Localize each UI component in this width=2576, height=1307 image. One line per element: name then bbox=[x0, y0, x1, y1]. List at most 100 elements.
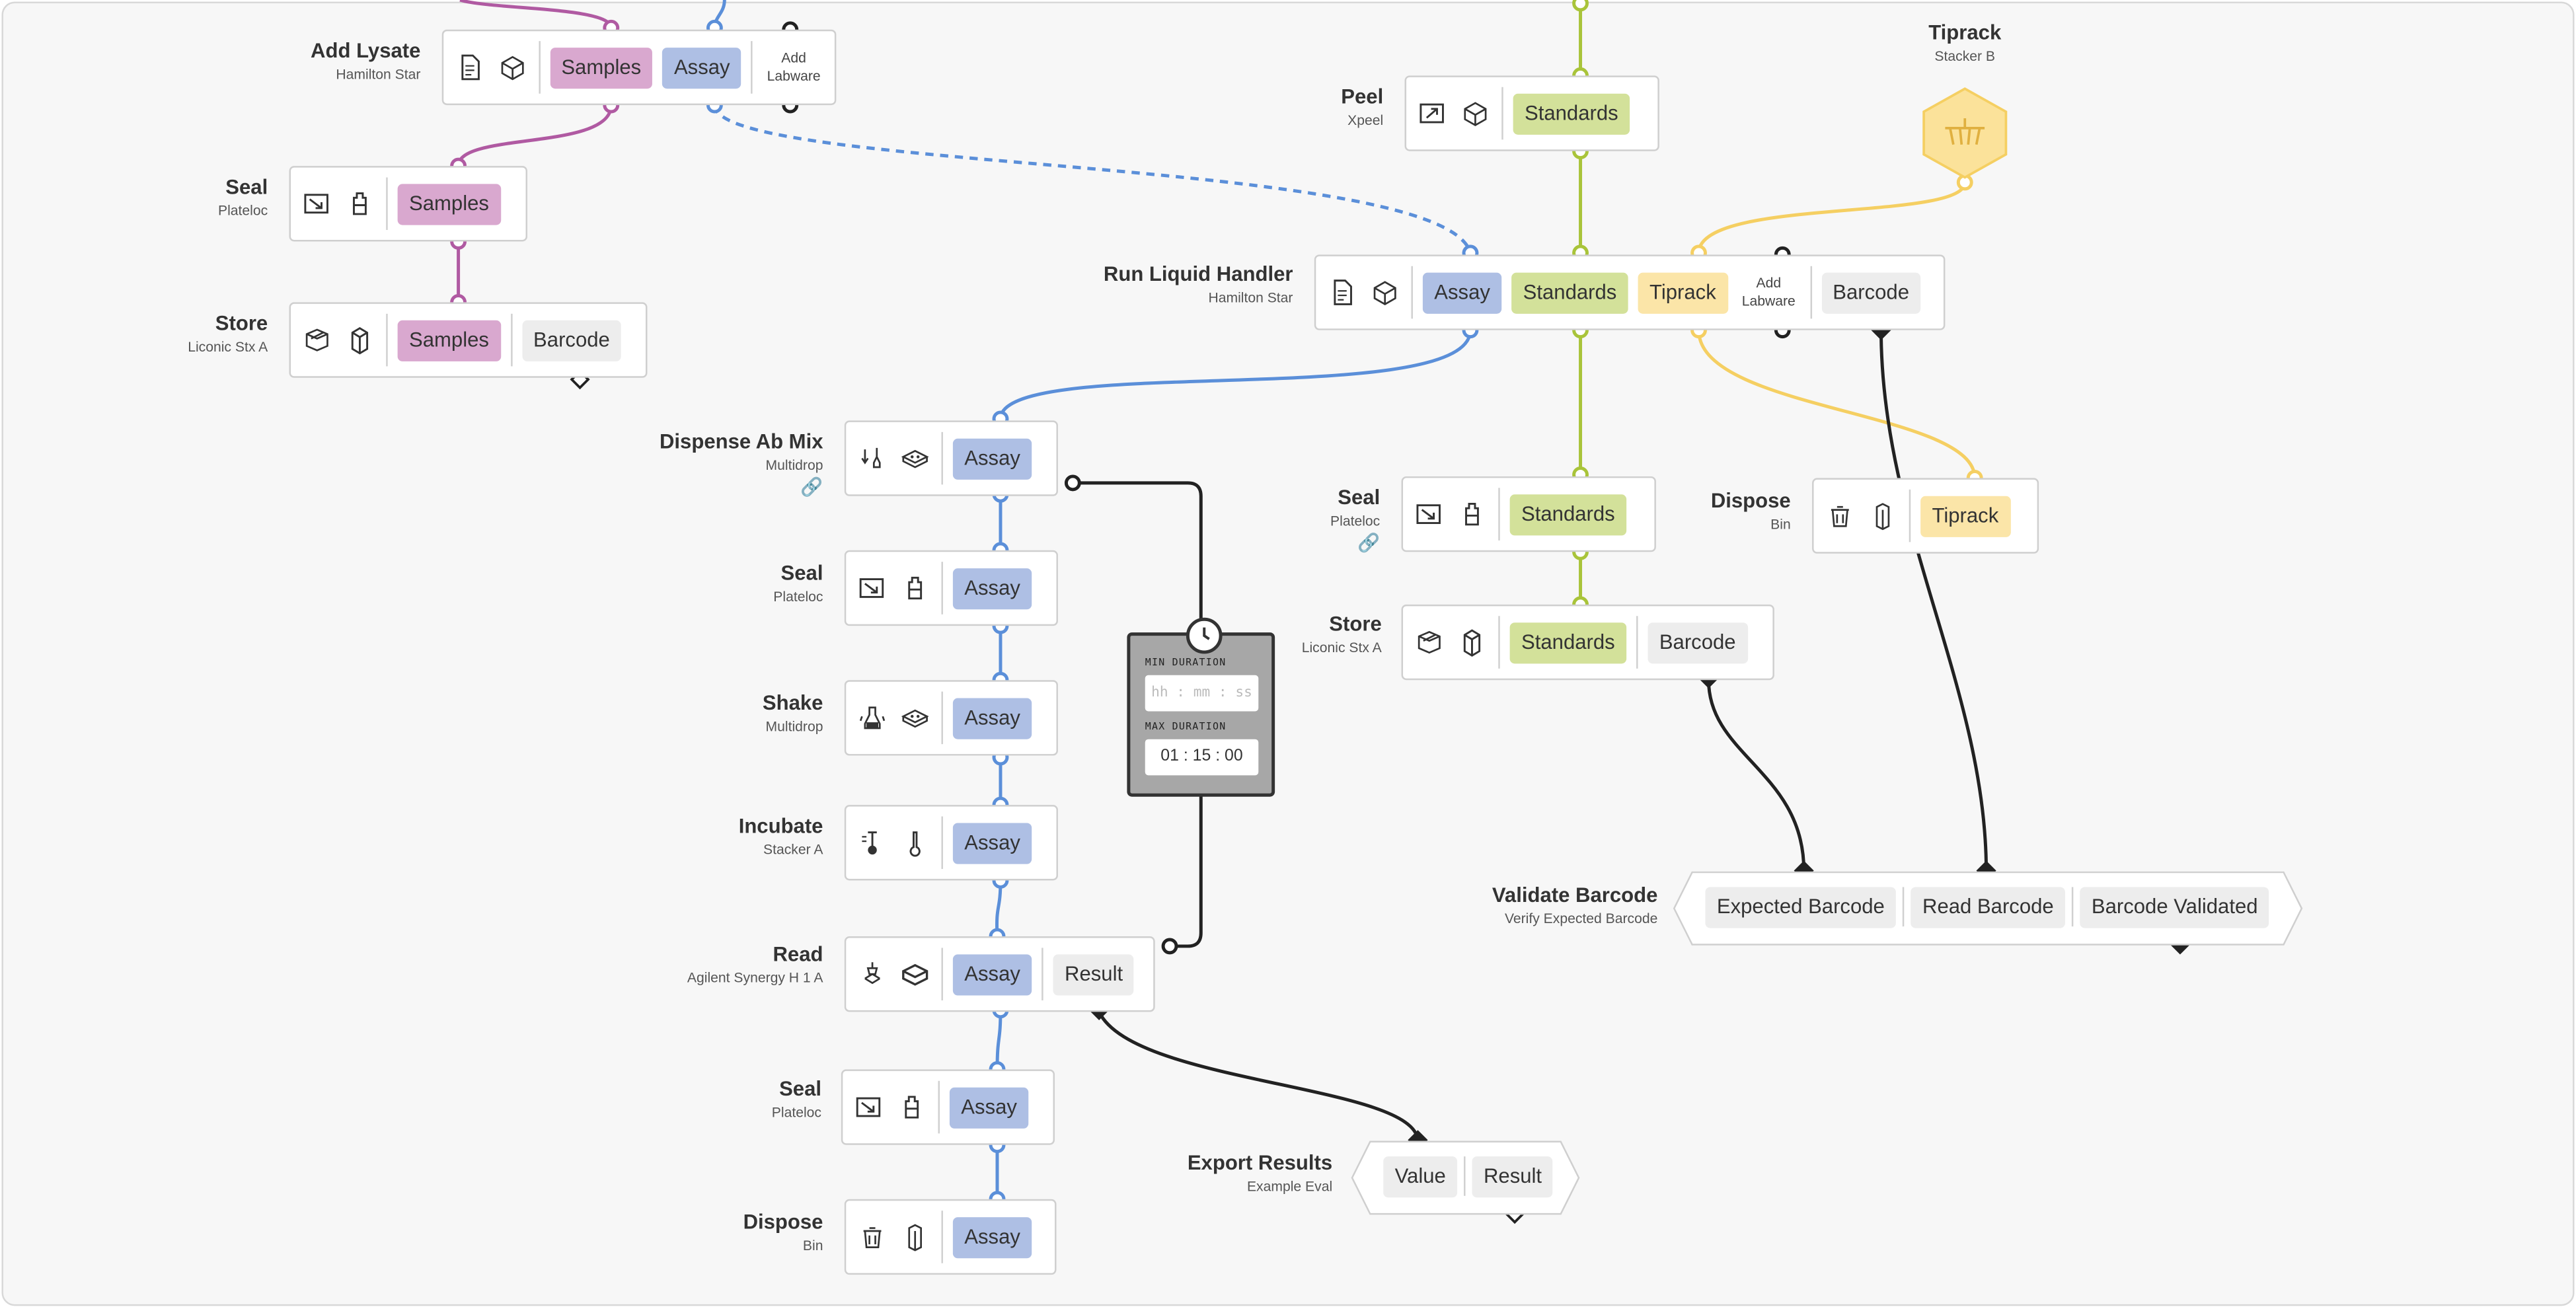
divider bbox=[1464, 1156, 1466, 1196]
step-name: Shake bbox=[762, 691, 823, 715]
duration-constraint-panel[interactable]: MIN DURATION hh : mm : ss MAX DURATION 0… bbox=[1127, 617, 1275, 797]
seal-icon bbox=[301, 187, 334, 220]
step-label-peel: Peel Xpeel bbox=[1281, 85, 1383, 130]
step-device: Liconic Stx A bbox=[188, 338, 268, 355]
labware-pill-assay[interactable]: Assay bbox=[1422, 272, 1502, 313]
labware-pill-tiprack[interactable]: Tiprack bbox=[1638, 272, 1728, 313]
output-barcode[interactable]: Barcode bbox=[1821, 272, 1921, 313]
labware-pill-tiprack[interactable]: Tiprack bbox=[1920, 495, 2010, 537]
labware-pill-standards[interactable]: Standards bbox=[1509, 621, 1627, 663]
labware-pill-assay[interactable]: Assay bbox=[952, 437, 1032, 479]
step-label-incubate: Incubate Stacker A bbox=[706, 815, 823, 859]
divider bbox=[1411, 266, 1413, 319]
bin-icon bbox=[899, 1220, 932, 1253]
labware-pill-assay[interactable]: Assay bbox=[952, 953, 1032, 995]
wire-assay-chain bbox=[995, 494, 1003, 1199]
seal-icon bbox=[1413, 498, 1446, 531]
seal-icon bbox=[852, 1091, 886, 1124]
labware-pill-samples[interactable]: Samples bbox=[549, 46, 653, 89]
link-icon[interactable]: 🔗 bbox=[1357, 533, 1381, 554]
step-label-run-liquid-handler: Run Liquid Handler Hamilton Star bbox=[1084, 263, 1293, 307]
step-node-store[interactable]: Samples Barcode bbox=[289, 302, 648, 378]
divider bbox=[1636, 616, 1638, 669]
box-icon bbox=[496, 51, 528, 84]
step-label-dispense-ab-mix: Dispense Ab Mix Multidrop 🔗 bbox=[641, 430, 823, 498]
labware-pill-assay[interactable]: Assay bbox=[662, 46, 742, 89]
tiprack-icon[interactable] bbox=[1917, 85, 2012, 180]
step-label-seal: Seal Plateloc bbox=[723, 1078, 821, 1122]
wire-samples-to-seal bbox=[457, 104, 613, 167]
step-name: Dispense Ab Mix bbox=[659, 430, 823, 454]
step-name: Dispose bbox=[743, 1211, 823, 1234]
labware-pill-assay[interactable]: Assay bbox=[952, 697, 1032, 739]
liconic-icon bbox=[344, 324, 377, 357]
step-label-seal: Seal Plateloc 🔗 bbox=[1298, 486, 1380, 554]
step-node-store[interactable]: Standards Barcode bbox=[1401, 604, 1774, 681]
step-label-validate-barcode: Validate Barcode Verify Expected Barcode bbox=[1446, 883, 1658, 928]
bin-icon bbox=[1866, 500, 1899, 533]
input-read-barcode[interactable]: Read Barcode bbox=[1911, 886, 2066, 928]
step-node-validate-barcode[interactable]: Expected Barcode Read Barcode Barcode Va… bbox=[1673, 871, 2304, 946]
divider bbox=[941, 1211, 943, 1263]
output-barcode-validated[interactable]: Barcode Validated bbox=[2080, 886, 2269, 928]
labware-pill-assay[interactable]: Assay bbox=[952, 822, 1032, 864]
step-node-export-results[interactable]: Value Result bbox=[1350, 1140, 1580, 1215]
step-node-seal[interactable]: Samples bbox=[289, 166, 528, 242]
step-node-add-lysate[interactable]: Samples Assay Add Labware bbox=[441, 29, 837, 106]
wire-result-to-export bbox=[1097, 1011, 1420, 1140]
divider bbox=[1498, 616, 1500, 669]
store-icon bbox=[301, 324, 334, 357]
step-node-dispose[interactable]: Tiprack bbox=[1812, 478, 2039, 554]
step-name: Validate Barcode bbox=[1492, 883, 1658, 907]
step-label-seal: Seal Plateloc bbox=[165, 176, 268, 220]
max-duration-input[interactable]: 01 : 15 : 00 bbox=[1145, 739, 1259, 776]
step-label-export-results: Export Results Example Eval bbox=[1166, 1152, 1332, 1196]
step-label-tiprack: Tiprack Stacker B bbox=[1889, 21, 2041, 65]
divider bbox=[941, 816, 943, 870]
labware-pill-standards[interactable]: Standards bbox=[1509, 494, 1627, 535]
step-node-peel[interactable]: Standards bbox=[1404, 75, 1659, 151]
step-node-seal[interactable]: Assay bbox=[844, 550, 1058, 626]
labware-pill-standards[interactable]: Standards bbox=[1513, 93, 1630, 134]
step-name: Incubate bbox=[738, 815, 823, 838]
step-label-dispose: Dispose Bin bbox=[723, 1211, 823, 1255]
labware-pill-standards[interactable]: Standards bbox=[1511, 272, 1628, 313]
add-labware-button[interactable]: Add Labware bbox=[1741, 274, 1796, 309]
min-duration-input[interactable]: hh : mm : ss bbox=[1145, 675, 1259, 712]
step-node-run-liquid-handler[interactable]: Assay Standards Tiprack Add Labware Barc… bbox=[1314, 254, 1946, 330]
labware-pill-samples[interactable]: Samples bbox=[397, 319, 501, 361]
add-labware-button[interactable]: Add Labware bbox=[767, 49, 821, 84]
input-value[interactable]: Value bbox=[1383, 1155, 1458, 1197]
output-result[interactable]: Result bbox=[1053, 953, 1135, 995]
input-result[interactable]: Result bbox=[1472, 1155, 1554, 1197]
step-name: Seal bbox=[780, 562, 823, 585]
output-barcode[interactable]: Barcode bbox=[1648, 621, 1747, 663]
step-node-seal[interactable]: Standards bbox=[1401, 476, 1656, 552]
step-device: Stacker B bbox=[1934, 48, 1996, 64]
labware-pill-assay[interactable]: Assay bbox=[949, 1086, 1029, 1128]
step-node-read[interactable]: Assay Result bbox=[844, 936, 1155, 1012]
labware-pill-assay[interactable]: Assay bbox=[952, 1216, 1032, 1258]
step-node-incubate[interactable]: Assay bbox=[844, 805, 1058, 881]
step-node-seal[interactable]: Assay bbox=[841, 1069, 1055, 1145]
labware-pill-samples[interactable]: Samples bbox=[397, 183, 501, 225]
peel-icon bbox=[1416, 97, 1449, 130]
step-device: Xpeel bbox=[1347, 112, 1384, 128]
min-duration-label: MIN DURATION bbox=[1145, 657, 1227, 669]
step-device: Hamilton Star bbox=[336, 65, 421, 83]
output-barcode[interactable]: Barcode bbox=[521, 319, 622, 361]
step-label-store: Store Liconic Stx A bbox=[1265, 613, 1382, 657]
link-icon[interactable]: 🔗 bbox=[800, 478, 823, 498]
labware-pill-assay[interactable]: Assay bbox=[952, 567, 1032, 609]
step-device: Verify Expected Barcode bbox=[1504, 910, 1658, 927]
wire-tiprack-in bbox=[1697, 182, 1967, 254]
input-expected-barcode[interactable]: Expected Barcode bbox=[1705, 886, 1897, 928]
step-node-dispense-ab-mix[interactable]: Assay bbox=[844, 420, 1058, 496]
box-icon bbox=[1369, 276, 1402, 309]
divider bbox=[938, 1080, 940, 1134]
step-node-shake[interactable]: Assay bbox=[844, 680, 1058, 756]
step-node-dispose[interactable]: Assay bbox=[844, 1199, 1057, 1275]
multidrop-icon bbox=[899, 442, 932, 475]
step-device: Plateloc bbox=[1330, 512, 1381, 529]
